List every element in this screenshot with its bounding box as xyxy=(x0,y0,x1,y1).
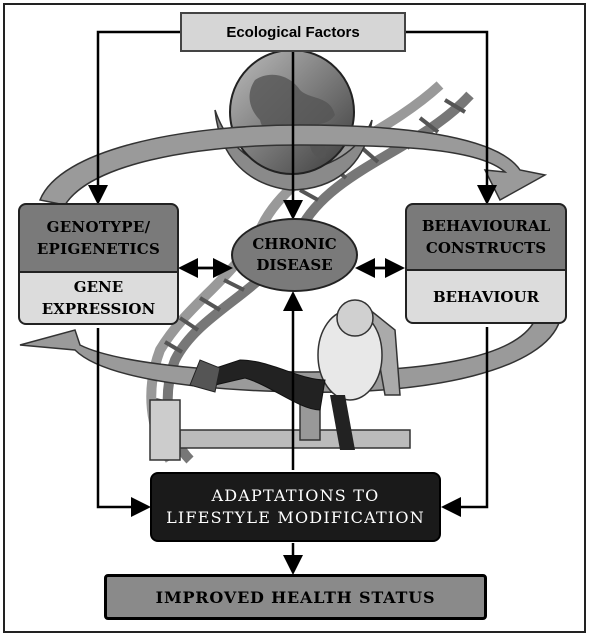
adaptations-box: ADAPTATIONS TO LIFESTYLE MODIFICATION xyxy=(150,472,441,542)
genotype-epigenetics-box: GENOTYPE/ EPIGENETICS xyxy=(18,203,179,273)
cycle-arrow-bottom xyxy=(19,319,562,393)
gene-expression-box: GENE EXPRESSION xyxy=(18,273,179,325)
behaviour-label: BEHAVIOUR xyxy=(432,287,540,306)
behaviour-box: BEHAVIOUR xyxy=(405,271,567,324)
exercise-bike-man-icon xyxy=(149,299,411,461)
ecological-factors-box: Ecological Factors xyxy=(180,12,406,52)
behavioural-constructs-box: BEHAVIOURAL CONSTRUCTS xyxy=(405,203,567,271)
genotype-label: GENOTYPE/ EPIGENETICS xyxy=(36,218,161,258)
behavioural-constructs-label: BEHAVIOURAL CONSTRUCTS xyxy=(421,217,551,257)
cycle-arrow-top xyxy=(38,124,548,206)
adaptations-label: ADAPTATIONS TO LIFESTYLE MODIFICATION xyxy=(166,486,425,527)
chronic-disease-label: CHRONIC DISEASE xyxy=(252,235,337,274)
gene-expression-label: GENE EXPRESSION xyxy=(41,278,156,318)
chronic-disease-ellipse: CHRONIC DISEASE xyxy=(231,218,358,292)
ecological-factors-label: Ecological Factors xyxy=(226,23,360,41)
improved-health-status-label: IMPROVED HEALTH STATUS xyxy=(155,587,436,607)
improved-health-status-box: IMPROVED HEALTH STATUS xyxy=(104,574,487,620)
connectors xyxy=(88,30,497,575)
